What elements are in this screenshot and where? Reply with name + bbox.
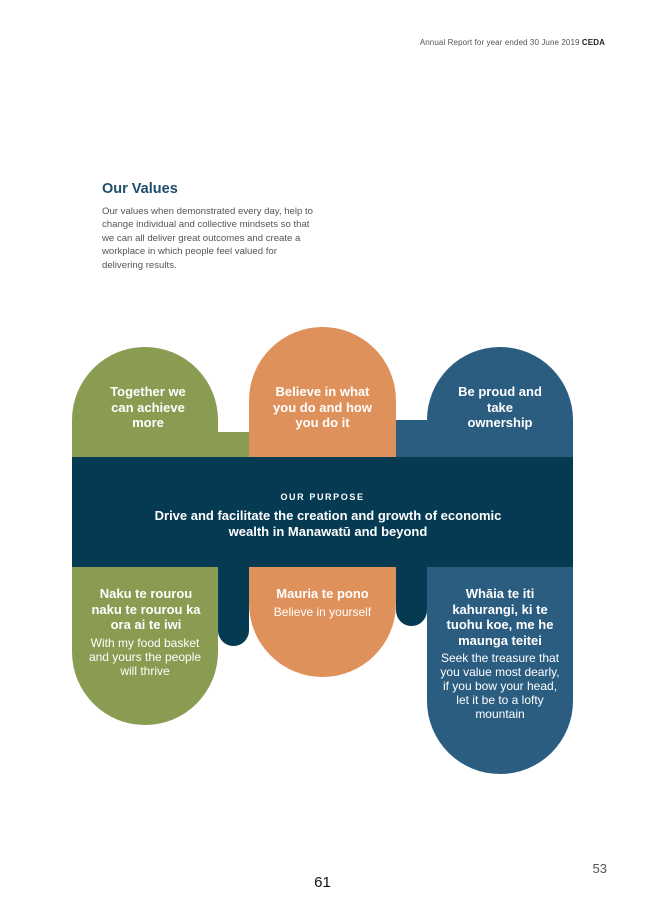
- value-english-mauria: Believe in yourself: [273, 605, 372, 619]
- report-header-org: CEDA: [581, 38, 605, 47]
- value-pill-naku: [72, 567, 218, 725]
- value-english-whaia: Seek the treasure that you value most de…: [440, 651, 560, 721]
- purpose-label: OUR PURPOSE: [280, 492, 365, 502]
- value-text-together: Together we can achieve more: [110, 384, 186, 430]
- report-header-text: Annual Report for year ended 30 June 201…: [419, 38, 580, 47]
- purpose-text: Drive and facilitate the creation and gr…: [154, 508, 502, 539]
- value-maori-mauria: Mauria te pono: [276, 586, 369, 601]
- value-text-proud: Be proud and take ownership: [458, 384, 542, 430]
- value-pill-proud: [427, 347, 573, 467]
- report-page-number: 53: [592, 861, 607, 876]
- value-text-believe: Believe in what you do and how you do it: [273, 384, 372, 430]
- value-pill-whaia: [427, 567, 573, 774]
- purpose-band: [72, 457, 573, 567]
- value-pill-mauria: [249, 567, 396, 677]
- document-page-number: 61: [314, 874, 331, 891]
- report-header: Annual Report for year ended 30 June 201…: [420, 38, 605, 47]
- value-pill-together: [72, 347, 218, 467]
- values-intro: Our values when demonstrated every day, …: [102, 206, 314, 271]
- values-title: Our Values: [102, 181, 178, 197]
- connector-navy-left: [218, 560, 249, 646]
- value-maori-whaia: Whāia te iti kahurangi, ki te tuohu koe,…: [446, 586, 554, 648]
- connector-navy-right: [396, 560, 427, 626]
- value-pill-believe: [249, 327, 396, 467]
- value-english-naku: With my food basket and yours the people…: [88, 636, 202, 678]
- value-maori-naku: Naku te rourou naku te rourou ka ora ai …: [91, 586, 201, 632]
